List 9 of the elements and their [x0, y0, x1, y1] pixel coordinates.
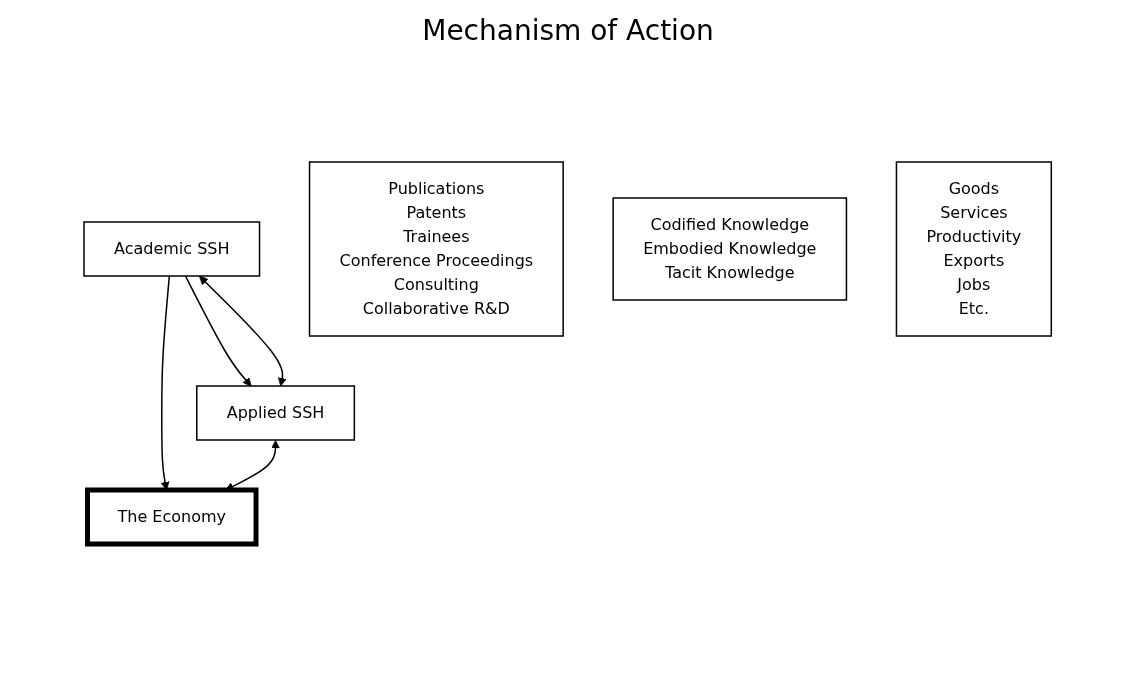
node-box: Codified Knowledge Embodied Knowledge Tacit Knowledge: [612, 197, 848, 301]
node-box: Goods Services Productivity Exports Jobs Etc.: [896, 161, 1053, 337]
node-box: Publications Patents Trainees Conference Proceedings Consulting Collaborative R&D: [309, 161, 565, 337]
node-box: Academic SSH: [83, 221, 261, 277]
node-box: Applied SSH: [196, 385, 356, 441]
arrow: [199, 275, 287, 387]
arrow: [185, 275, 252, 387]
node-box: The Economy: [85, 487, 259, 547]
diagram-title: Mechanism of Action: [421, 14, 715, 47]
